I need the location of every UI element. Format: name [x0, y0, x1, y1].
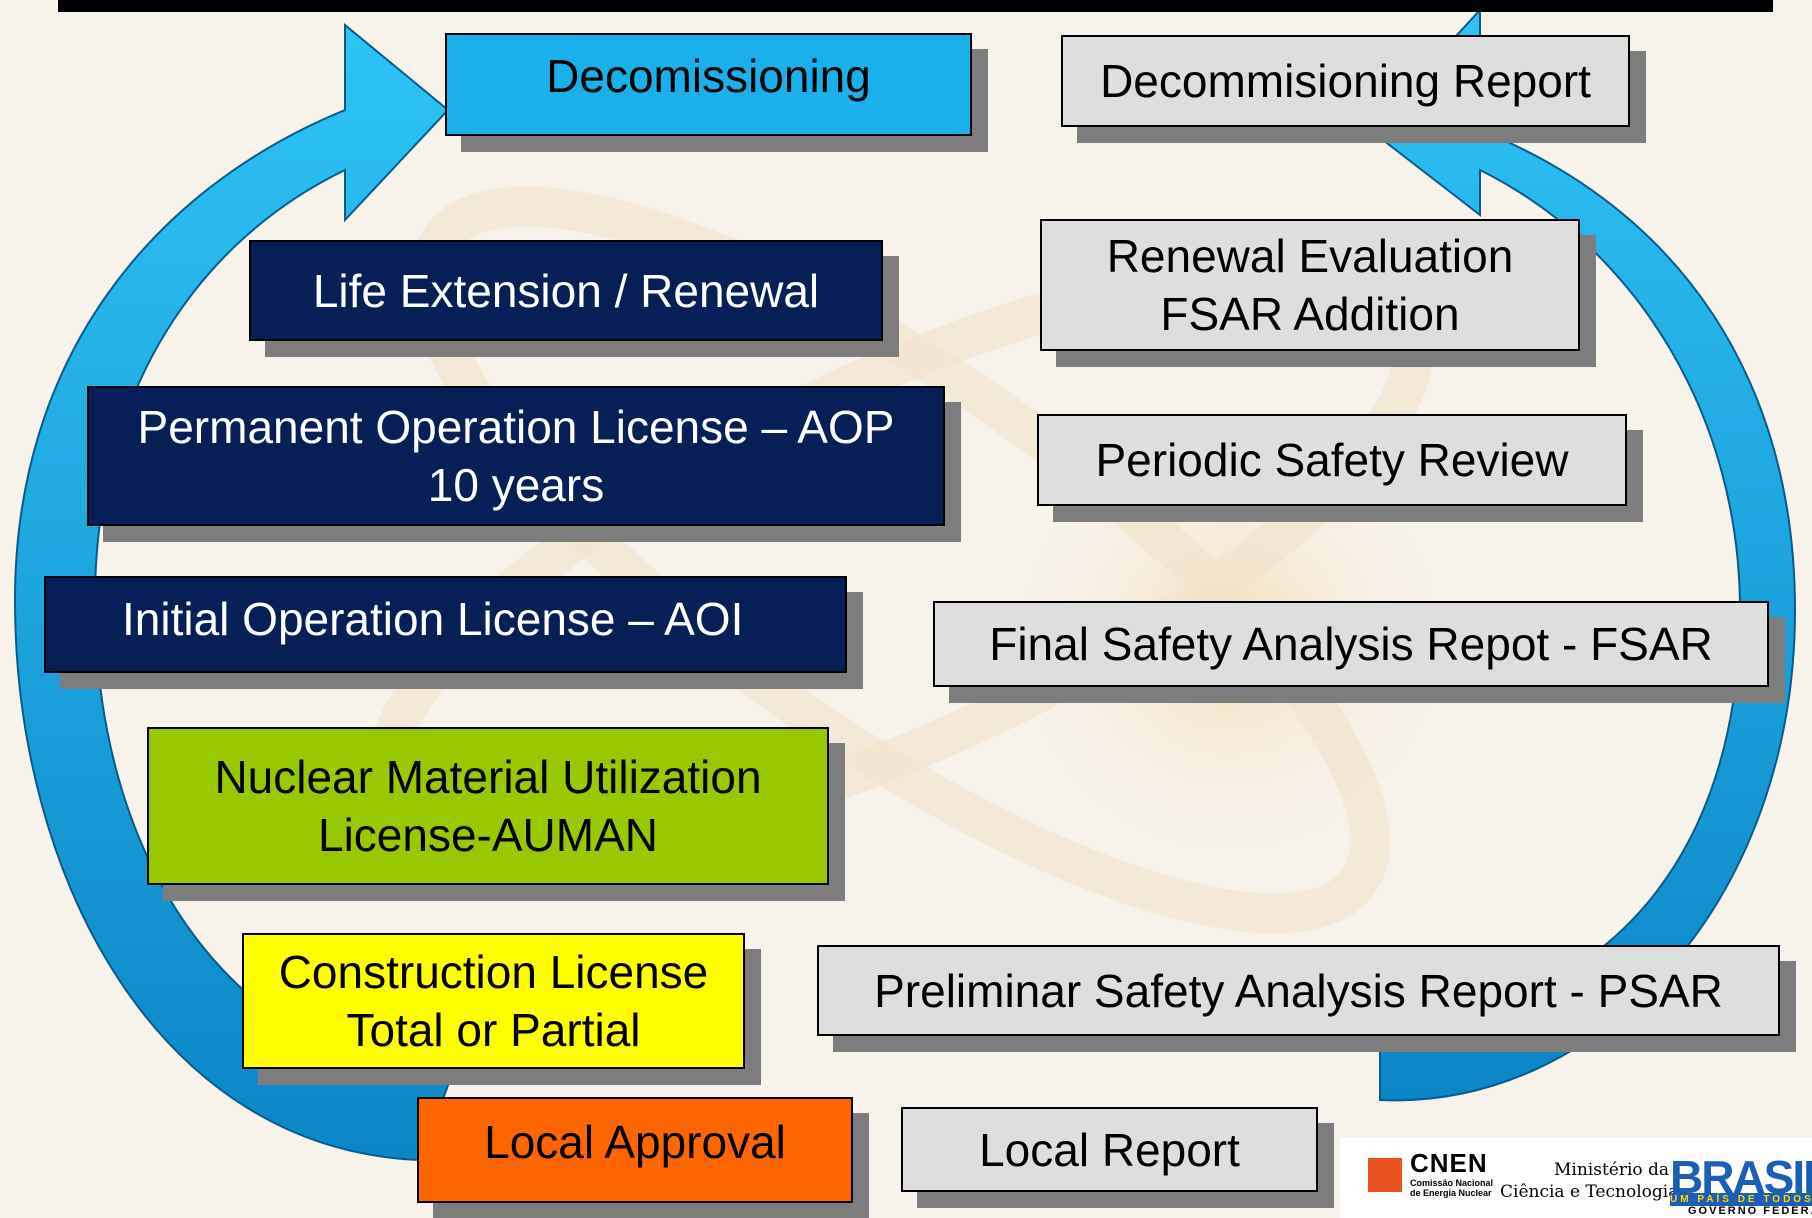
local-approval-label: Local Approval — [484, 1116, 786, 1168]
life-extension-label: Life Extension / Renewal — [312, 264, 820, 317]
fsar-box: Final Safety Analysis Repot - FSAR — [933, 601, 1769, 687]
nuclear-material-line-1: Nuclear Material Utilization — [214, 751, 762, 803]
cnen-subtitle: Comissão Nacional de Energia Nuclear — [1410, 1178, 1493, 1198]
local-report-box: Local Report — [901, 1107, 1318, 1192]
decommissioning-box: Decomissioning — [445, 33, 972, 136]
periodic-safety-review-label: Periodic Safety Review — [1095, 434, 1569, 486]
initial-operation-box: Initial Operation License – AOI — [44, 576, 847, 673]
cnen-subtitle-line-2: de Energia Nuclear — [1410, 1188, 1492, 1198]
cnen-subtitle-line-1: Comissão Nacional — [1410, 1178, 1494, 1188]
construction-line-2: Total or Partial — [346, 1004, 641, 1056]
brasil-tagline: UM PAÍS DE TODOS — [1670, 1193, 1812, 1206]
periodic-safety-review-box: Periodic Safety Review — [1037, 414, 1627, 506]
life-extension-box: Life Extension / Renewal — [249, 240, 883, 341]
psar-box: Preliminar Safety Analysis Report - PSAR — [817, 945, 1780, 1036]
permanent-operation-line-2: 10 years — [427, 459, 605, 511]
top-rule — [58, 0, 1773, 12]
permanent-operation-line-1: Permanent Operation License – AOP — [137, 401, 895, 453]
permanent-operation-box: Permanent Operation License – AOP 10 yea… — [87, 386, 945, 526]
cnen-logo-icon — [1368, 1158, 1402, 1192]
local-report-label: Local Report — [979, 1123, 1240, 1176]
nuclear-material-box: Nuclear Material Utilization License-AUM… — [147, 727, 829, 885]
left-cycle-arrow — [13, 22, 452, 1162]
construction-license-box: Construction License Total or Partial — [242, 933, 745, 1069]
psar-label: Preliminar Safety Analysis Report - PSAR — [874, 964, 1723, 1017]
decommissioning-label: Decomissioning — [546, 50, 871, 102]
renewal-evaluation-line-1: Renewal Evaluation — [1106, 230, 1514, 282]
ministry-line-2: Ciência e Tecnologia — [1500, 1182, 1679, 1202]
ministry-line-1: Ministério da — [1554, 1160, 1670, 1180]
renewal-evaluation-box: Renewal Evaluation FSAR Addition — [1040, 219, 1580, 351]
initial-operation-label: Initial Operation License – AOI — [122, 593, 744, 645]
footer-logos: CNEN Comissão Nacional de Energia Nuclea… — [1340, 1138, 1812, 1218]
local-approval-box: Local Approval — [417, 1097, 853, 1203]
cnen-logo-text: CNEN — [1410, 1148, 1488, 1178]
renewal-evaluation-line-2: FSAR Addition — [1160, 288, 1460, 340]
governo-federal: GOVERNO FEDERAL — [1688, 1205, 1812, 1217]
fsar-label: Final Safety Analysis Repot - FSAR — [989, 618, 1713, 670]
nuclear-material-line-2: License-AUMAN — [318, 809, 658, 861]
construction-line-1: Construction License — [278, 946, 709, 998]
decommissioning-report-label: Decommisioning Report — [1100, 55, 1591, 107]
decommissioning-report-box: Decommisioning Report — [1061, 35, 1630, 127]
